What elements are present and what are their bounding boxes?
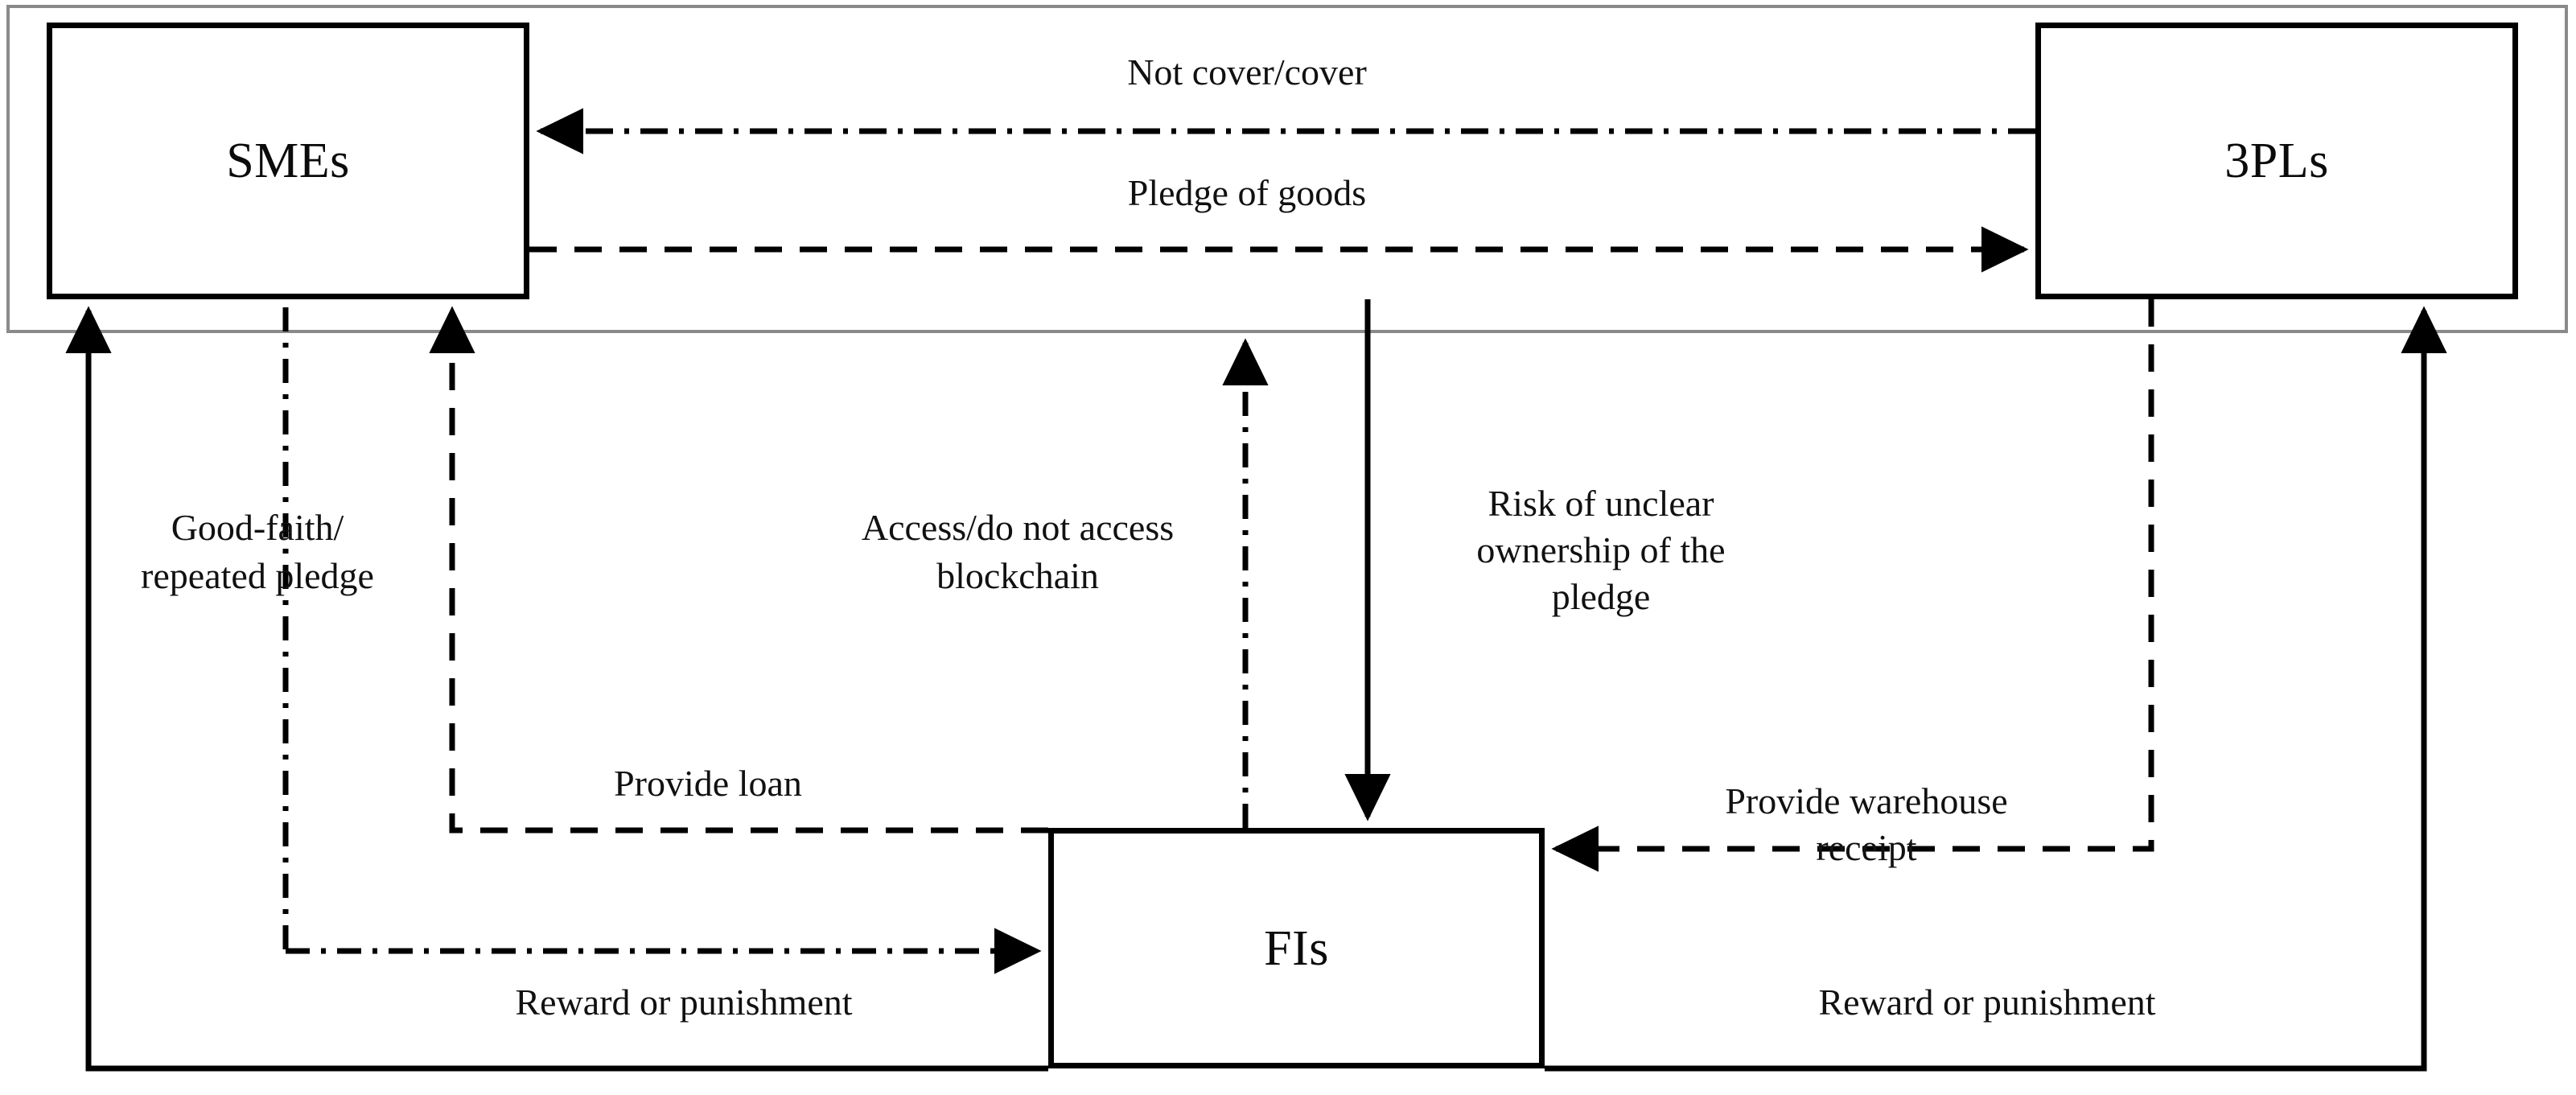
- edge-reward-left-solid: [65, 306, 1048, 1072]
- edge-label-reward-left: Reward or punishment: [515, 982, 853, 1023]
- edge-label-provide-loan: Provide loan: [614, 763, 802, 804]
- edge-label-good-faith-line1: Good-faith/: [171, 507, 344, 548]
- edge-label-reward-right: Reward or punishment: [1818, 982, 2156, 1023]
- edge-provide-loan: [429, 306, 1048, 834]
- edge-label-warehouse-line2: receipt: [1816, 827, 1917, 868]
- edge-label-risk-line2: ownership of the: [1476, 529, 1726, 570]
- edge-label-risk-line1: Risk of unclear: [1488, 483, 1714, 524]
- node-fis-label: FIs: [1264, 920, 1329, 976]
- edge-label-access-line2: blockchain: [936, 555, 1099, 596]
- edge-label-not-cover: Not cover/cover: [1127, 51, 1367, 93]
- edge-warehouse-receipt: [1551, 299, 2154, 872]
- node-3pls-label: 3PLs: [2224, 134, 2329, 188]
- edge-reward-right-solid: [1545, 306, 2447, 1072]
- node-smes-label: SMEs: [226, 134, 350, 188]
- edge-label-access-line1: Access/do not access: [861, 507, 1175, 548]
- node-3pls[interactable]: 3PLs: [2035, 23, 2518, 299]
- edge-label-risk-line3: pledge: [1551, 576, 1651, 617]
- edge-label-pledge-of-goods: Pledge of goods: [1127, 172, 1367, 213]
- edge-label-warehouse-line1: Provide warehouse: [1725, 780, 2008, 821]
- edge-label-good-faith-line2: repeated pledge: [141, 555, 374, 596]
- node-fis[interactable]: FIs: [1048, 828, 1545, 1068]
- node-smes[interactable]: SMEs: [47, 23, 529, 299]
- outer-frame-top: [6, 5, 2568, 333]
